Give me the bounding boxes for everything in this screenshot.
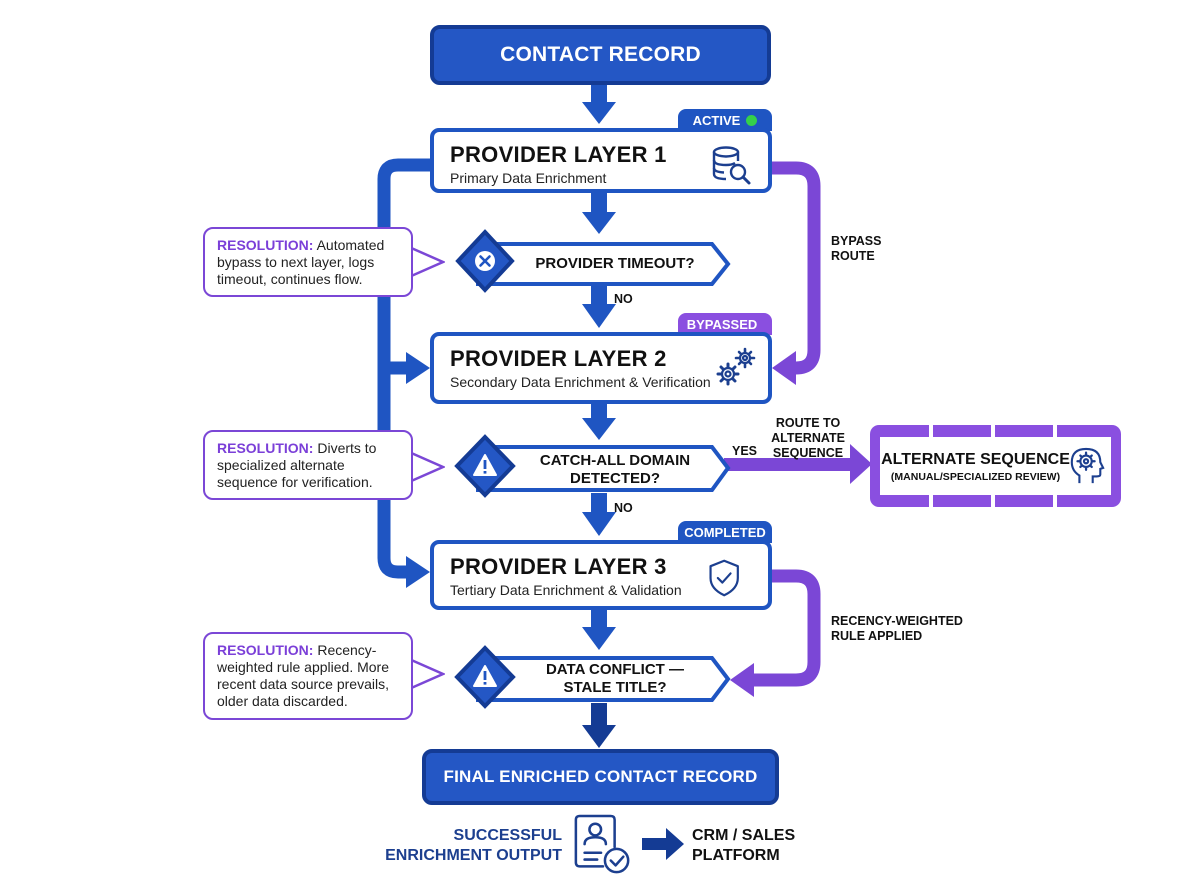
arrow-head-recency <box>730 663 754 697</box>
decision-text: STALE TITLE? <box>563 679 667 696</box>
status-badge-completed: COMPLETED <box>678 521 772 543</box>
decision-data-conflict[interactable]: DATA CONFLICT — STALE TITLE? <box>515 661 715 697</box>
decision-2-shape <box>454 434 731 498</box>
recency-weighted-label: RECENCY-WEIGHTED RULE APPLIED <box>831 614 963 643</box>
decision-text: PROVIDER TIMEOUT? <box>535 255 695 272</box>
status-badge-text: BYPASSED <box>686 317 758 332</box>
arrow-head <box>582 212 616 234</box>
callout-text: Automated bypass to next layer, logs tim… <box>217 237 385 287</box>
decision-provider-timeout[interactable]: PROVIDER TIMEOUT? <box>515 255 715 273</box>
recency-route-connector <box>752 569 821 687</box>
arrow-layer3-to-decision3 <box>591 609 607 629</box>
provider-layer-2[interactable]: PROVIDER LAYER 2 Secondary Data Enrichme… <box>430 332 772 404</box>
head-gear-icon <box>1070 447 1105 484</box>
decision-1-shape <box>455 229 731 293</box>
resolution-callout-3: RESOLUTION: Recency-weighted rule applie… <box>203 632 413 720</box>
arrow-output-to-crm <box>642 838 668 850</box>
arrow-decision1-to-layer2 <box>591 286 607 306</box>
status-badge-text: COMPLETED <box>684 525 766 540</box>
gears-icon <box>716 347 756 386</box>
callout-text: Diverts to specialized alternate sequenc… <box>217 440 377 490</box>
arrow-head <box>582 102 616 124</box>
status-badge-text: ACTIVE <box>692 113 741 128</box>
callout-text: Recency-weighted rule applied. More rece… <box>217 642 389 709</box>
alternate-sequence-node[interactable]: ALTERNATE SEQUENCE (MANUAL/SPECIALIZED R… <box>870 425 1121 507</box>
arrow-head-bypass <box>772 351 796 385</box>
crm-sales-platform-label: CRM / SALES PLATFORM <box>692 827 796 864</box>
decision-text: DETECTED? <box>570 470 660 487</box>
arrow-decision2-to-layer3 <box>591 493 607 515</box>
callout-lead: RESOLUTION: <box>217 642 314 658</box>
layer-subtitle: Primary Data Enrichment <box>450 170 607 186</box>
bypass-route-label: BYPASS ROUTE <box>831 234 882 263</box>
callout-lead: RESOLUTION: <box>217 440 314 456</box>
arrow-head <box>582 304 616 328</box>
arrow-head <box>582 627 616 650</box>
decision-1-no-label: NO <box>614 292 633 306</box>
arrow-layer2-to-decision2 <box>591 402 607 420</box>
arrow-head <box>582 418 616 440</box>
layer-title: PROVIDER LAYER 1 <box>450 142 667 167</box>
final-enriched-record-node[interactable]: FINAL ENRICHED CONTACT RECORD <box>422 749 779 805</box>
shield-check-icon <box>709 559 739 597</box>
decision-3-shape <box>454 645 731 709</box>
arrow-start-to-layer1 <box>591 84 607 104</box>
successful-output-label: SUCCESSFUL ENRICHMENT OUTPUT <box>385 827 562 864</box>
arrow-layer1-to-decision1 <box>591 190 607 214</box>
layer-title: PROVIDER LAYER 2 <box>450 346 667 371</box>
callout-lead: RESOLUTION: <box>217 237 314 253</box>
layer-subtitle: Secondary Data Enrichment & Verification <box>450 374 711 390</box>
final-record-label: FINAL ENRICHED CONTACT RECORD <box>443 767 758 786</box>
bypass-route-connector <box>770 161 821 375</box>
active-dot-icon <box>746 115 758 126</box>
status-badge-active: ACTIVE <box>678 109 772 131</box>
resolution-callout-1: RESOLUTION: Automated bypass to next lay… <box>203 227 413 297</box>
arrow-head-to-layer3 <box>406 556 430 588</box>
arrow-head-to-layer2 <box>406 352 430 384</box>
provider-layer-3[interactable]: PROVIDER LAYER 3 Tertiary Data Enrichmen… <box>430 540 772 610</box>
resolution-callout-2: RESOLUTION: Diverts to specialized alter… <box>203 430 413 500</box>
database-search-icon <box>712 146 751 185</box>
decision-2-yes-label: YES <box>732 444 758 458</box>
provider-layer-1[interactable]: PROVIDER LAYER 1 Primary Data Enrichment <box>430 128 772 193</box>
arrow-head-alternate <box>850 444 872 484</box>
decision-text: CATCH-ALL DOMAIN <box>539 452 691 469</box>
decision-2-no-label: NO <box>614 501 633 515</box>
contact-record-label: CONTACT RECORD <box>500 43 701 66</box>
route-to-alternate-label: ROUTE TO ALTERNATE SEQUENCE <box>771 416 845 460</box>
layer-subtitle: Tertiary Data Enrichment & Validation <box>450 582 682 598</box>
arrow-decision3-to-final <box>591 703 607 727</box>
arrow-head <box>582 725 616 748</box>
status-badge-bypassed: BYPASSED <box>678 313 772 335</box>
alternate-sequence-subtitle: (MANUAL/SPECIALIZED REVIEW) <box>890 471 1061 483</box>
alternate-sequence-title: ALTERNATE SEQUENCE <box>881 451 1070 468</box>
profile-check-icon <box>574 814 630 874</box>
layer-title: PROVIDER LAYER 3 <box>450 554 667 579</box>
arrow-head <box>582 512 616 536</box>
decision-catch-all-domain[interactable]: CATCH-ALL DOMAIN DETECTED? <box>515 452 715 488</box>
contact-record-node[interactable]: CONTACT RECORD <box>430 25 771 85</box>
decision-text: DATA CONFLICT — <box>545 661 685 678</box>
route-alternate-connector <box>724 458 854 471</box>
